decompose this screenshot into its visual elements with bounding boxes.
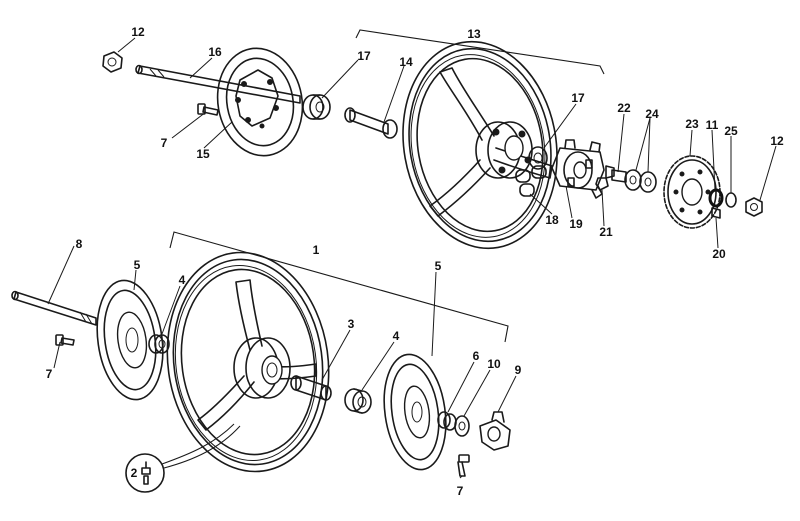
front-axle-nut (479, 411, 511, 451)
callout-12-rear-nut: 12 (131, 25, 145, 39)
callout-2-valve: 2 (131, 466, 138, 480)
callout-7-front-bolt-left: 7 (46, 367, 53, 381)
callout-19-carrier: 19 (569, 217, 583, 231)
callout-7-rear-bolt: 7 (161, 136, 168, 150)
front-group-bracket (169, 231, 509, 343)
rear-axle-nut-left (102, 51, 123, 73)
front-axle-spacer (290, 375, 332, 401)
callout-16-rear-axle: 16 (208, 45, 222, 59)
callout-3-spacer: 3 (348, 317, 355, 331)
callout-14-rear-sleeve: 14 (399, 55, 413, 69)
front-bearing-left (148, 334, 170, 354)
front-axle (11, 290, 97, 326)
rear-wheel-group (102, 29, 763, 250)
front-brake-disc-right (383, 353, 447, 471)
rear-wheel (402, 40, 558, 250)
rear-bearing-right (528, 146, 548, 170)
front-wheel (166, 251, 330, 473)
callout-17-rear-bearing: 17 (571, 91, 585, 105)
callout-1-front-wheel: 1 (313, 243, 320, 257)
callout-17-rear-spacer: 17 (357, 49, 371, 63)
front-spacer-and-seal (437, 411, 470, 437)
callout-8-front-axle: 8 (76, 237, 83, 251)
rear-axle-sleeve (344, 107, 398, 139)
rear-sprocket (663, 155, 721, 229)
callout-22-spacer: 22 (617, 101, 631, 115)
callout-5-front-disc-left: 5 (134, 258, 141, 272)
callout-21-nuts: 21 (599, 225, 613, 239)
callout-5-front-disc-right: 5 (435, 259, 442, 273)
callout-12-right-nut: 12 (770, 134, 784, 148)
leader-lines (47, 37, 777, 479)
callout-13-rear-wheel: 13 (467, 27, 481, 41)
rear-axle-nut-right (745, 197, 763, 217)
rear-spacer-left (302, 94, 331, 120)
sprocket-hardware (708, 188, 737, 219)
rear-disc-bolt (197, 103, 219, 116)
callout-15-rear-disc: 15 (196, 147, 210, 161)
front-wheel-group (11, 231, 511, 493)
callout-10-seal: 10 (487, 357, 501, 371)
callout-23-sprocket: 23 (685, 117, 699, 131)
callout-24-bearings: 24 (645, 107, 659, 121)
front-brake-disc-left (96, 279, 164, 401)
carrier-nuts (595, 165, 615, 191)
callout-9-axle-nut: 9 (515, 363, 522, 377)
callouts: 12 16 7 15 17 14 13 17 22 24 23 11 25 12… (46, 25, 784, 498)
sprocket-carrier (551, 139, 605, 199)
callout-6-spacer: 6 (473, 349, 480, 363)
front-disc-bolt-left (55, 334, 75, 346)
cush-drive-rubbers (515, 165, 547, 197)
callout-7-front-bolt-bottom: 7 (457, 484, 464, 498)
front-disc-bolt-bottom (457, 454, 470, 477)
callout-11-washer: 11 (706, 118, 719, 132)
callout-18-rubbers: 18 (545, 213, 559, 227)
callout-20-nut: 20 (712, 247, 726, 261)
rear-group-bracket (355, 29, 605, 75)
callout-25-washer: 25 (724, 124, 738, 138)
front-bearing-right (344, 388, 372, 414)
rear-brake-disc (216, 47, 304, 157)
callout-4-front-bearing-right: 4 (393, 329, 400, 343)
spacer-and-bearings (611, 169, 657, 193)
tyre-valve-detail (125, 423, 241, 493)
callout-4-front-bearing-left: 4 (179, 273, 186, 287)
rear-axle (135, 64, 301, 104)
